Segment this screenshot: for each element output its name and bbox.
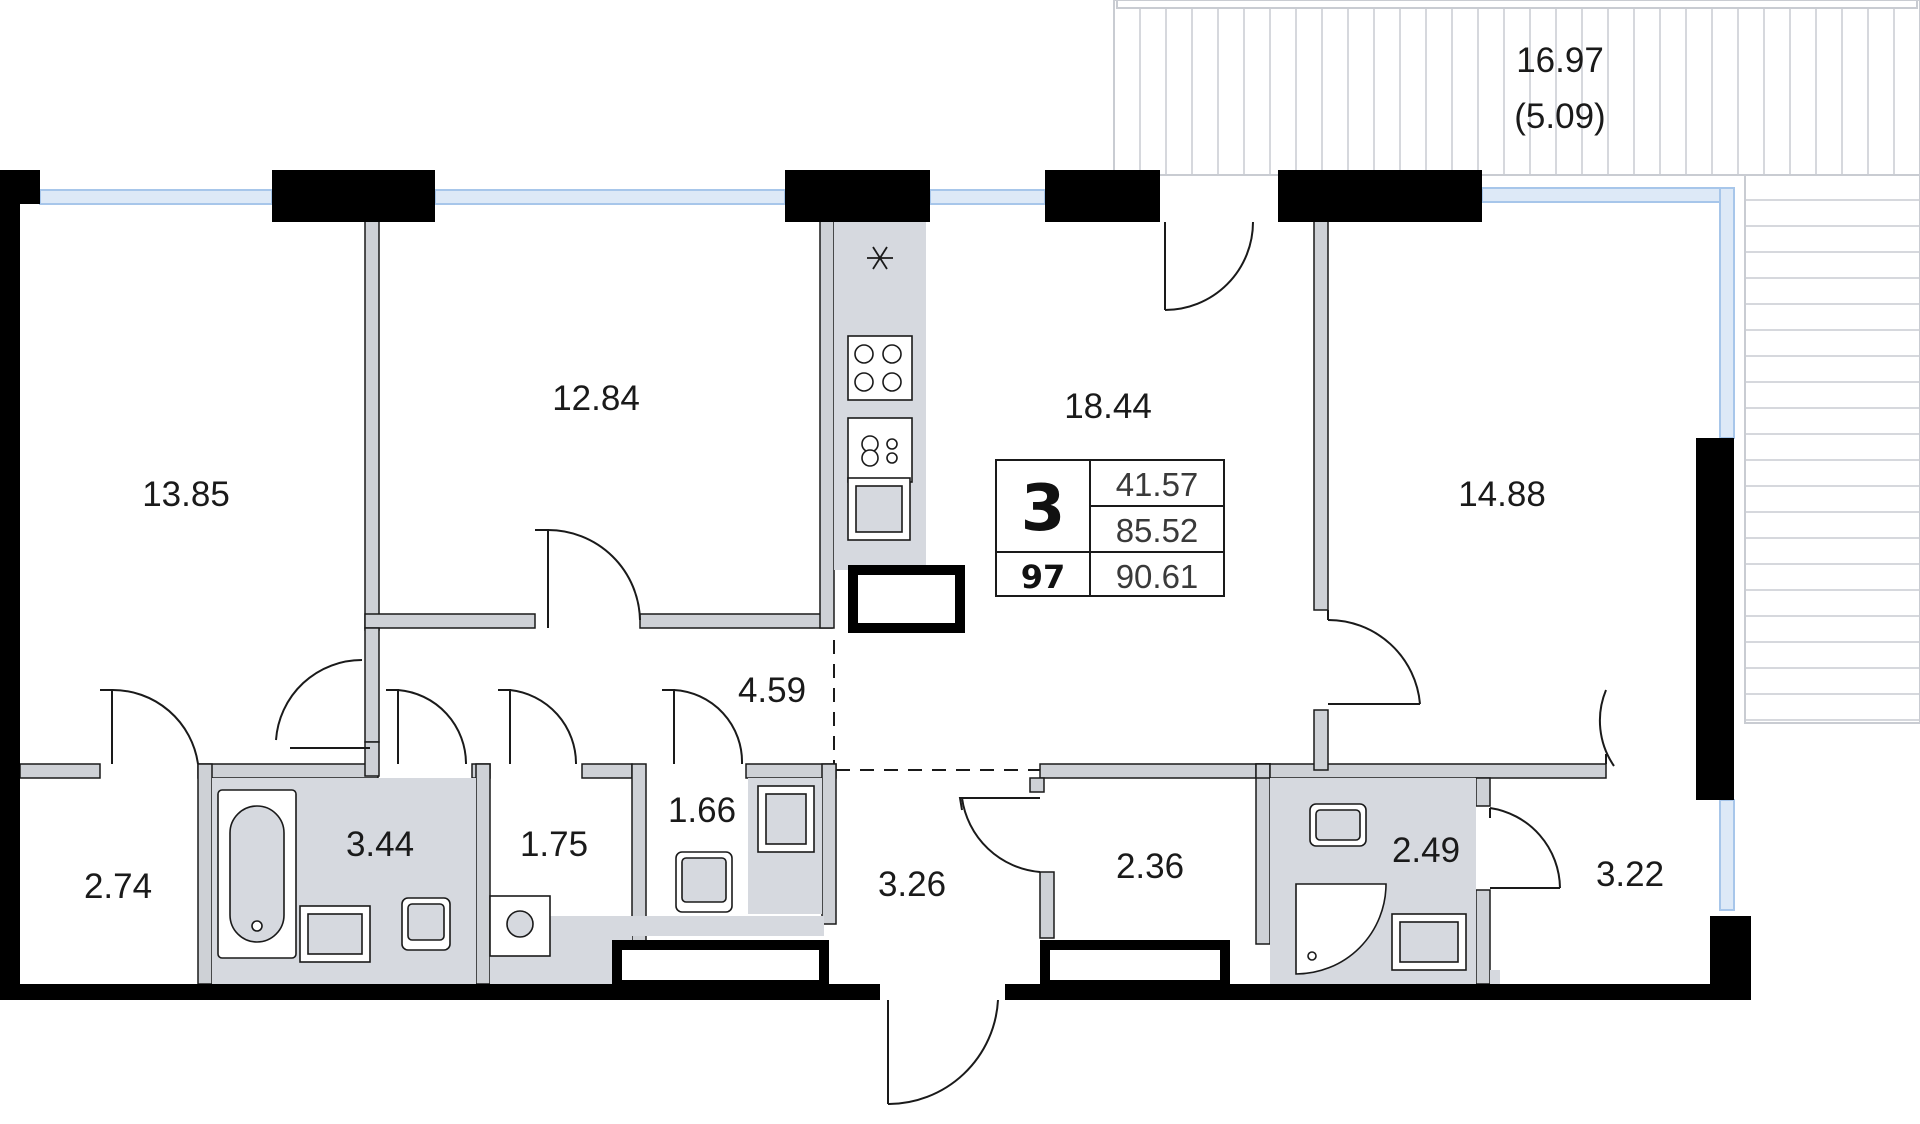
apartment-number: 97 bbox=[1021, 558, 1066, 596]
room-area-kitchen-living: 18.44 bbox=[1064, 387, 1152, 426]
room-area-wc: 1.66 bbox=[668, 791, 736, 830]
exterior-walls bbox=[0, 170, 1751, 1000]
room-area-dressing: 3.22 bbox=[1596, 855, 1664, 894]
window-kitchen bbox=[929, 189, 1046, 205]
living-area: 41.57 bbox=[1116, 466, 1199, 503]
window-right-lower bbox=[1719, 799, 1735, 911]
room-area-shower-room: 2.49 bbox=[1392, 831, 1460, 870]
toilet-icon bbox=[675, 851, 733, 913]
shower-icon bbox=[1295, 883, 1387, 975]
sink-icon bbox=[847, 477, 911, 541]
sink-icon bbox=[299, 905, 371, 963]
snowflake-icon bbox=[867, 246, 893, 270]
room-area-bedroom-right: 14.88 bbox=[1458, 475, 1546, 514]
room-area-laundry: 1.75 bbox=[520, 825, 588, 864]
room-area-bedroom-middle: 12.84 bbox=[552, 379, 640, 418]
room-area-hall: 4.59 bbox=[738, 671, 806, 710]
window-right-top bbox=[1481, 187, 1735, 203]
zone-boundaries bbox=[833, 640, 1040, 771]
cooktop-icon bbox=[847, 335, 913, 401]
room-labels: 16.97 (5.09) 13.85 12.84 18.44 14.88 4.5… bbox=[84, 41, 1664, 906]
bathtub-icon bbox=[217, 789, 297, 959]
apartment-info-card: 3 97 41.57 85.52 90.61 bbox=[995, 459, 1225, 597]
room-area-balcony: 16.97 bbox=[1516, 41, 1604, 80]
oven-icon bbox=[847, 417, 913, 483]
room-area-closet: 2.36 bbox=[1116, 847, 1184, 886]
window-middle bbox=[434, 189, 786, 205]
window-left bbox=[39, 189, 273, 205]
total-area-with-balcony: 90.61 bbox=[1116, 558, 1199, 595]
total-area: 85.52 bbox=[1116, 512, 1199, 549]
room-area-storage-left: 2.74 bbox=[84, 867, 152, 906]
room-subarea-balcony: (5.09) bbox=[1514, 97, 1605, 136]
room-area-bedroom-left: 13.85 bbox=[142, 475, 230, 514]
rooms-count: 3 bbox=[1021, 472, 1066, 546]
window-right-upper bbox=[1719, 187, 1735, 439]
toilet-icon bbox=[401, 897, 451, 951]
room-area-bathroom: 3.44 bbox=[346, 825, 414, 864]
doors bbox=[100, 221, 1615, 1106]
sink-icon bbox=[757, 785, 815, 853]
toilet-icon bbox=[1309, 803, 1367, 847]
room-area-entrance: 3.26 bbox=[878, 865, 946, 904]
sink-icon bbox=[1391, 913, 1467, 971]
washing-machine-icon bbox=[489, 895, 551, 957]
balcony bbox=[1113, 0, 1920, 724]
